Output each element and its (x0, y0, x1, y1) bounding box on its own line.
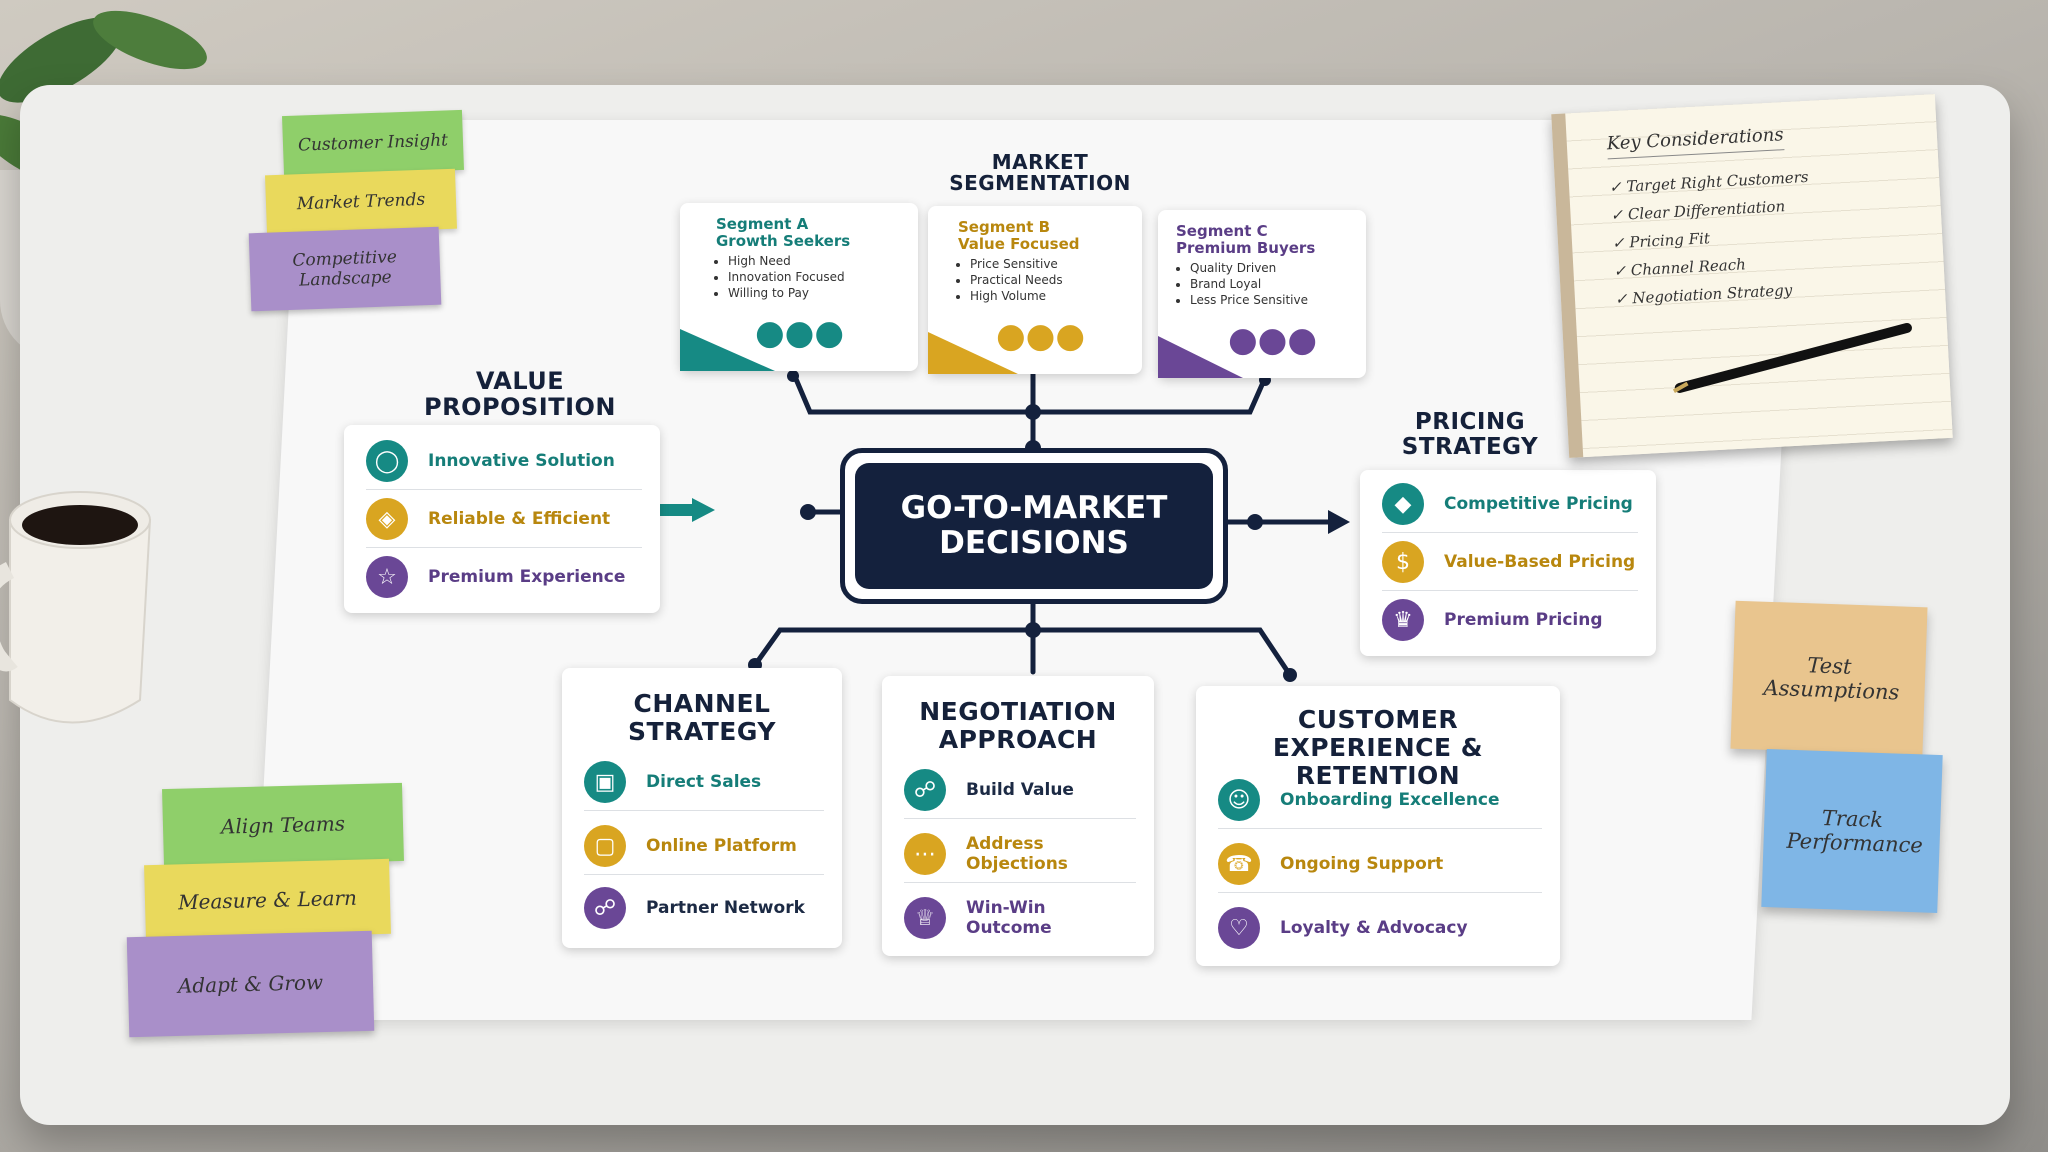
channel-item-label: Partner Network (646, 898, 805, 918)
channel-item-label: Direct Sales (646, 772, 761, 792)
segment-name: Segment C (1176, 222, 1268, 240)
value-item-premium[interactable]: ☆ Premium Experience (366, 549, 642, 605)
tag-icon: ◆ (1382, 483, 1424, 525)
negotiation-approach-card: NEGOTIATION APPROACH ☍ Build Value ⋯ Add… (882, 676, 1154, 956)
sticky-note-text: Measure & Learn (178, 885, 357, 914)
channel-strategy-card: CHANNEL STRATEGY ▣ Direct Sales ▢ Online… (562, 668, 842, 948)
segment-bullet: Innovation Focused (728, 269, 845, 285)
negotiation-approach-title: NEGOTIATION APPROACH (902, 698, 1134, 754)
sticky-note-align-teams[interactable]: Align Teams (162, 783, 404, 867)
center-title: GO-TO-MARKET DECISIONS (899, 491, 1169, 561)
segment-bullet: Willing to Pay (728, 285, 845, 301)
notebook: Key Considerations ✓ Target Right Custom… (1551, 94, 1952, 458)
segment-card-c[interactable]: Segment C Premium Buyers Quality Driven … (1158, 210, 1366, 378)
cx-item-support[interactable]: ☎ Ongoing Support (1218, 836, 1542, 893)
segment-bullet: High Volume (970, 288, 1063, 304)
cx-item-label: Onboarding Excellence (1280, 790, 1500, 810)
sticky-note-text: Track Performance (1786, 805, 1918, 858)
sticky-note-text: Test Assumptions (1763, 652, 1895, 705)
cx-item-label: Loyalty & Advocacy (1280, 918, 1468, 938)
negotiation-item-objections[interactable]: ⋯ Address Objections (904, 826, 1136, 883)
channel-item-partner[interactable]: ☍ Partner Network (584, 880, 824, 936)
negotiation-item-build-value[interactable]: ☍ Build Value (904, 762, 1136, 819)
center-decision-box: GO-TO-MARKET DECISIONS (840, 448, 1228, 604)
pricing-item-label: Competitive Pricing (1444, 494, 1633, 514)
pricing-item-label: Value-Based Pricing (1444, 552, 1635, 572)
customer-experience-card: CUSTOMER EXPERIENCE & RETENTION ☺ Onboar… (1196, 686, 1560, 966)
segment-sub: Premium Buyers (1176, 239, 1315, 257)
pricing-item-value-based[interactable]: $ Value-Based Pricing (1382, 534, 1638, 591)
segment-bullet: Price Sensitive (970, 256, 1063, 272)
monitor-icon: ▢ (584, 825, 626, 867)
segment-bullet: Brand Loyal (1190, 276, 1308, 292)
handshake-icon: ☍ (904, 769, 946, 811)
sticky-note-text: Adapt & Grow (178, 970, 324, 998)
sticky-note-text: Customer Insight (298, 130, 449, 155)
pricing-item-label: Premium Pricing (1444, 610, 1603, 630)
group-icon: ●●● (755, 313, 844, 353)
pricing-strategy-card: ◆ Competitive Pricing $ Value-Based Pric… (1360, 470, 1656, 656)
sticky-note-customer-insight[interactable]: Customer Insight (282, 110, 464, 176)
speech-bubble-icon: ⋯ (904, 833, 946, 875)
value-item-label: Reliable & Efficient (428, 509, 610, 529)
store-icon: ▣ (584, 761, 626, 803)
segment-bullet: Practical Needs (970, 272, 1063, 288)
dollar-icon: $ (1382, 541, 1424, 583)
group-icon: ●●● (1228, 320, 1317, 360)
sticky-note-text: Competitive Landscape (284, 247, 405, 291)
sticky-note-adapt-grow[interactable]: Adapt & Grow (127, 931, 375, 1037)
headset-icon: ☎ (1218, 843, 1260, 885)
segment-bullet: High Need (728, 253, 845, 269)
cx-item-onboarding[interactable]: ☺ Onboarding Excellence (1218, 772, 1542, 829)
star-icon: ☆ (366, 556, 408, 598)
channel-item-direct[interactable]: ▣ Direct Sales (584, 754, 824, 811)
segment-sub: Value Focused (958, 235, 1079, 253)
heart-icon: ♡ (1218, 907, 1260, 949)
pricing-strategy-title: PRICING STRATEGY (1395, 410, 1545, 460)
person-icon: ☺ (1218, 779, 1260, 821)
sticky-note-text: Market Trends (297, 190, 426, 214)
pricing-item-premium[interactable]: ♛ Premium Pricing (1382, 592, 1638, 648)
value-item-label: Innovative Solution (428, 451, 615, 471)
segment-bullet: Quality Driven (1190, 260, 1308, 276)
segment-card-b[interactable]: Segment B Value Focused Price Sensitive … (928, 206, 1142, 374)
lightbulb-icon: ◯ (366, 440, 408, 482)
segment-name: Segment B (958, 218, 1050, 236)
negotiation-item-label: Win-Win Outcome (966, 898, 1136, 938)
channel-item-online[interactable]: ▢ Online Platform (584, 818, 824, 875)
group-icon: ●●● (996, 316, 1085, 356)
value-proposition-title: VALUE PROPOSITION (415, 368, 625, 420)
value-proposition-card: ◯ Innovative Solution ◈ Reliable & Effic… (344, 425, 660, 613)
pricing-item-competitive[interactable]: ◆ Competitive Pricing (1382, 476, 1638, 533)
sticky-note-text: Align Teams (221, 811, 346, 838)
sticky-note-market-trends[interactable]: Market Trends (265, 169, 457, 236)
sticky-note-measure-learn[interactable]: Measure & Learn (144, 859, 391, 940)
segment-card-a[interactable]: Segment A Growth Seekers High Need Innov… (680, 203, 918, 371)
negotiation-item-win-win[interactable]: ♕ Win-Win Outcome (904, 890, 1136, 946)
value-item-innovative[interactable]: ◯ Innovative Solution (366, 433, 642, 490)
negotiation-item-label: Build Value (966, 780, 1074, 800)
sticky-note-track-performance[interactable]: Track Performance (1761, 749, 1942, 913)
channel-strategy-title: CHANNEL STRATEGY (622, 690, 782, 746)
segment-name: Segment A (716, 215, 808, 233)
segment-sub: Growth Seekers (716, 232, 850, 250)
channel-item-label: Online Platform (646, 836, 797, 856)
sticky-note-test-assumptions[interactable]: Test Assumptions (1730, 601, 1927, 756)
pen-icon (1667, 315, 1930, 399)
handshake-icon: ☍ (584, 887, 626, 929)
cx-item-label: Ongoing Support (1280, 854, 1443, 874)
sticky-note-competitive-landscape[interactable]: Competitive Landscape (249, 227, 442, 312)
notebook-title: Key Considerations (1606, 124, 1784, 159)
trophy-icon: ♕ (904, 897, 946, 939)
market-segmentation-title: MARKET SEGMENTATION (930, 152, 1150, 194)
value-item-reliable[interactable]: ◈ Reliable & Efficient (366, 491, 642, 548)
shield-icon: ◈ (366, 498, 408, 540)
cx-item-loyalty[interactable]: ♡ Loyalty & Advocacy (1218, 900, 1542, 956)
crown-icon: ♛ (1382, 599, 1424, 641)
segment-bullet: Less Price Sensitive (1190, 292, 1308, 308)
negotiation-item-label: Address Objections (966, 834, 1136, 874)
value-item-label: Premium Experience (428, 567, 625, 587)
